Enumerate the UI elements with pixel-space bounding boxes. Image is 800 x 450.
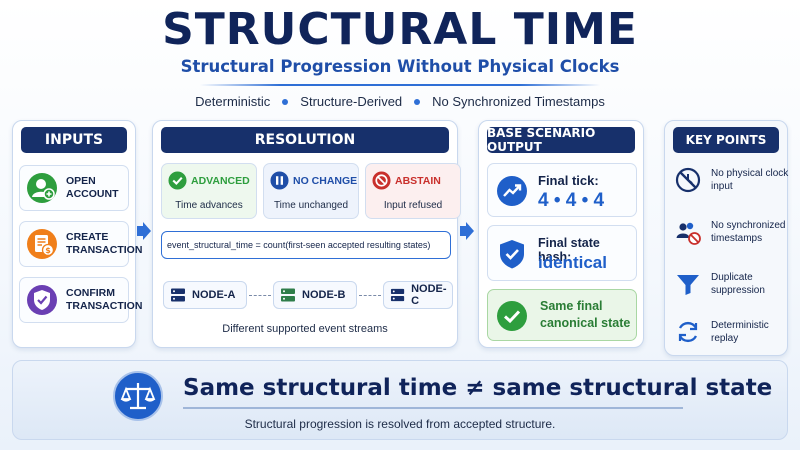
pause-icon [270,171,289,190]
input-open-account: OPEN ACCOUNT [19,165,129,211]
outcome-no-change: NO CHANGE Time unchanged [263,163,359,219]
node-a: NODE-A [163,281,247,309]
users-block-icon [676,222,701,245]
outcome-label: NO CHANGE [293,174,358,187]
funnel-icon [677,275,699,295]
scales-icon [113,371,163,421]
summary-banner: Same structural time ≠ same structural s… [12,360,788,440]
inputs-panel-title: INPUTS [21,127,127,153]
node-connector [249,295,271,296]
node-b: NODE-B [273,281,357,309]
check-circle-icon [168,171,187,190]
input-confirm-transaction: CONFIRM TRANSACTION [19,277,143,323]
resolution-panel-title: RESOLUTION [161,127,449,153]
key-point-label: No synchronized timestamps [711,220,786,244]
key-points-panel-title: KEY POINTS [673,127,779,153]
tag-deterministic: Deterministic [195,94,271,109]
server-icon [390,288,405,302]
arrow-right-icon [137,222,151,240]
final-state-card: Same final canonical state [487,289,637,341]
final-hash-value: identical [538,253,607,272]
tag-no-sync-timestamps: No Synchronized Timestamps [432,94,605,109]
outcome-abstain: ABSTAIN Input refused [365,163,461,219]
node-label: NODE-B [302,289,346,301]
no-clock-icon [675,167,701,193]
key-point-label: Deterministic replay [711,320,769,344]
structural-time-formula: event_structural_time = count(first-seen… [161,231,451,259]
final-hash-label: Final state hash: [538,236,600,264]
outcome-advanced: ADVANCED Time advances [161,163,257,219]
shield-check-icon [500,240,524,269]
final-tick-value: 4 • 4 • 4 [538,190,605,211]
node-label: NODE-A [192,289,236,301]
output-panel: BASE SCENARIO OUTPUT Final tick: 4 • 4 •… [478,120,644,348]
key-points-panel: KEY POINTS No physical clock input No sy… [664,120,788,356]
key-point-no-sync: No synchronized timestamps [675,219,791,245]
final-state-line-1: Same final [540,299,603,313]
tag-bullet [414,98,421,105]
shield-check-icon [27,285,57,315]
input-create-transaction: $ CREATE TRANSACTION [19,221,143,267]
check-circle-icon [497,301,527,331]
key-point-label: Duplicate suppression [711,272,765,296]
outcome-description: Time advances [175,200,243,211]
key-point-label: No physical clock input [711,168,789,192]
outcome-label: ADVANCED [191,174,250,187]
title-divider [200,84,600,86]
tag-structure-derived: Structure-Derived [300,94,403,109]
arrow-right-icon [460,222,474,240]
document-dollar-icon: $ [27,229,57,259]
node-c: NODE-C [383,281,453,309]
key-point-deterministic-replay: Deterministic replay [675,319,791,345]
input-label: CREATE TRANSACTION [66,231,143,256]
outcome-description: Time unchanged [273,200,349,211]
tag-row: Deterministic Structure-Derived No Synch… [0,94,800,109]
key-point-no-clock: No physical clock input [675,167,791,193]
summary-headline: Same structural time ≠ same structural s… [183,375,773,401]
final-tick-card: Final tick: 4 • 4 • 4 [487,163,637,217]
output-panel-title: BASE SCENARIO OUTPUT [487,126,635,154]
key-point-duplicate-suppression: Duplicate suppression [675,271,791,297]
summary-divider [183,407,683,409]
node-label: NODE-C [411,283,447,307]
replay-icon [678,321,698,343]
node-connector [359,295,381,296]
page-title: STRUCTURAL TIME [162,4,638,55]
server-icon [281,288,295,302]
page-subtitle: Structural Progression Without Physical … [180,57,620,76]
input-label: OPEN ACCOUNT [66,175,119,200]
inputs-panel: INPUTS OPEN ACCOUNT $ CREATE TRANSACTION… [12,120,143,348]
final-state-line-2: canonical state [540,316,631,330]
final-hash-card: Final state hash: identical [487,225,637,281]
outcome-label: ABSTAIN [395,174,441,187]
input-label: CONFIRM TRANSACTION [66,287,143,312]
tag-bullet [282,98,289,105]
resolution-panel: RESOLUTION ADVANCED Time advances NO CHA… [152,120,461,348]
svg-text:$: $ [45,246,51,255]
block-icon [372,171,391,190]
summary-subtitle: Structural progression is resolved from … [244,417,556,431]
resolution-caption: Different supported event streams [222,323,388,335]
final-tick-label: Final tick: [538,173,599,188]
outcome-description: Input refused [383,200,443,211]
server-icon [171,288,185,302]
trend-up-icon [497,176,527,206]
user-add-icon [27,173,57,203]
